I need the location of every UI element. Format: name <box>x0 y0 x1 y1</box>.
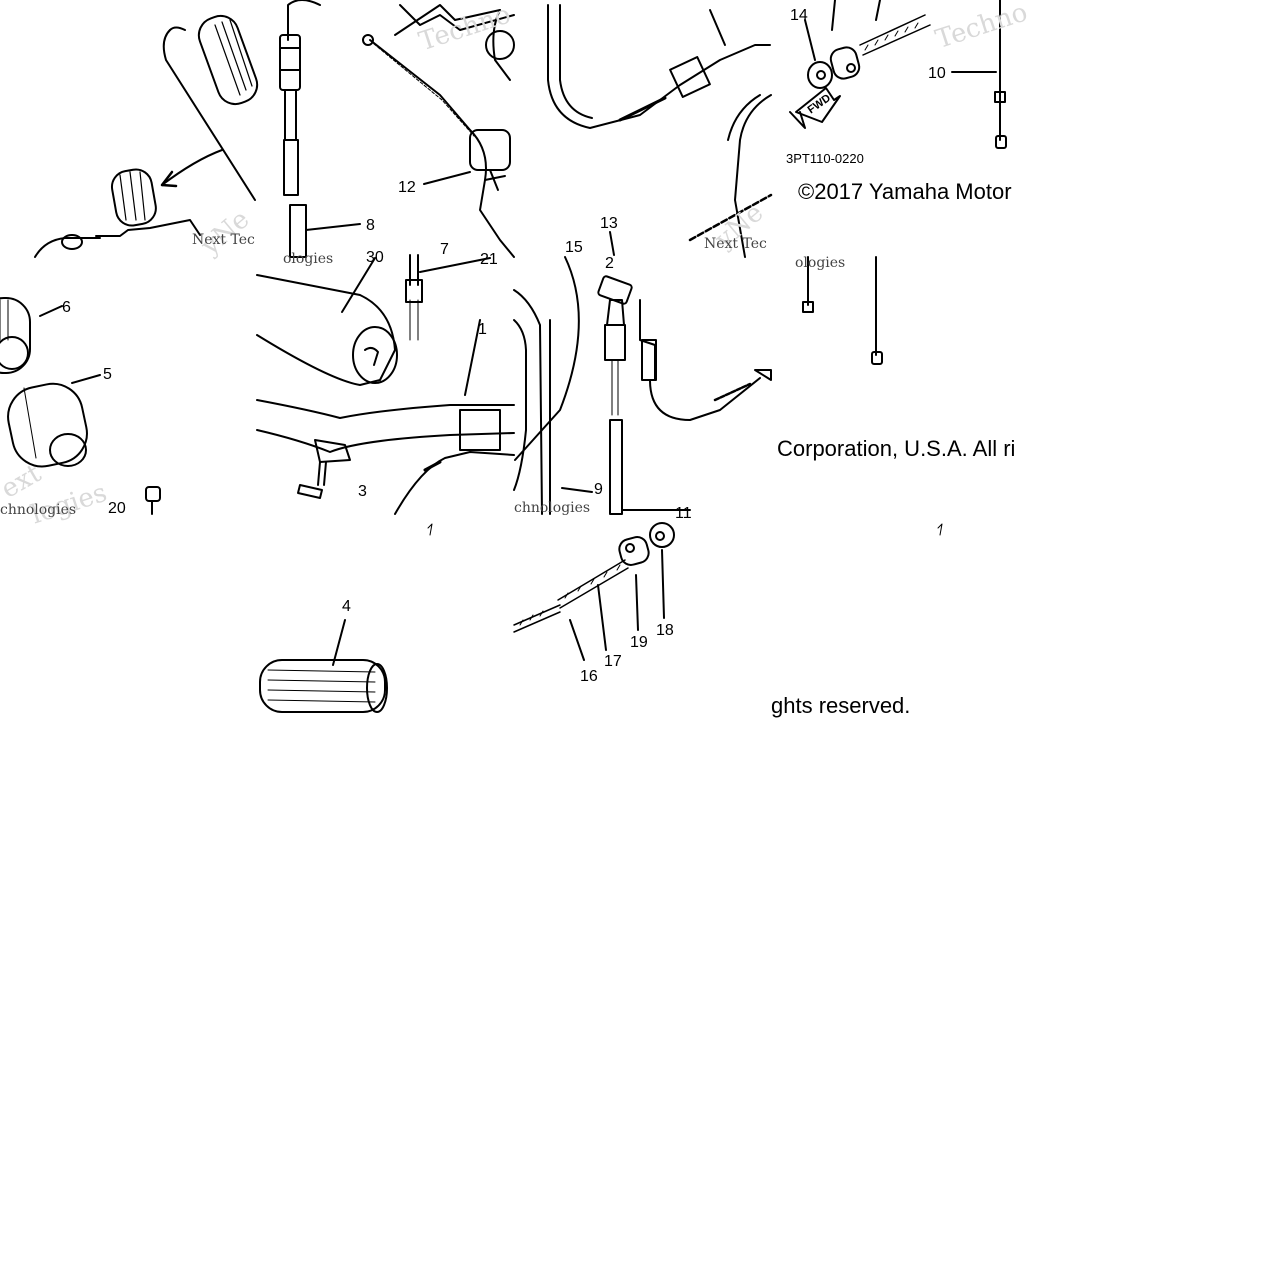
watermark-next-tec-2: Next Tec <box>704 236 767 252</box>
watermark-next-tec-1: Next Tec <box>192 232 255 248</box>
part-label-19: 19 <box>630 634 648 651</box>
part-label-3: 3 <box>358 483 367 500</box>
adjuster-parts-top-right <box>789 0 1007 149</box>
part-label-7: 7 <box>440 241 449 258</box>
grips-5-6 <box>0 297 161 515</box>
grip-assembly-top-left <box>34 14 259 258</box>
adjusters-16-19 <box>513 522 675 661</box>
part-label-30-partial: 30 <box>366 249 384 266</box>
part-label-9: 9 <box>594 481 603 498</box>
grip-4 <box>259 619 388 713</box>
throttle-housing <box>513 256 772 515</box>
part-label-5: 5 <box>103 366 112 383</box>
drawing-code: 3PT110-0220 <box>786 151 864 166</box>
part-label-13: 13 <box>600 215 618 232</box>
part-label-1: 1 <box>478 321 487 338</box>
part-label-2: 2 <box>605 255 614 272</box>
part-label-8: 8 <box>366 217 375 234</box>
watermark-ologies-2: ologies <box>795 255 845 271</box>
watermark-ologies-1: ologies <box>283 251 333 267</box>
part-label-17: 17 <box>604 653 622 670</box>
watermark-techno-1: Techno <box>415 0 514 57</box>
cable-ends <box>802 256 883 365</box>
throttle-cable-top <box>547 4 773 258</box>
part-label-14: 14 <box>790 7 808 24</box>
part-label-18: 18 <box>656 622 674 639</box>
handlebar-assembly <box>256 254 515 515</box>
part-label-16: 16 <box>580 668 598 685</box>
copyright-line-3: ghts reserved. <box>771 693 911 718</box>
part-label-10: 10 <box>928 65 946 82</box>
part-label-20: 20 <box>108 500 126 517</box>
watermark-chnologies-1: chnologies <box>0 502 76 518</box>
part-label-21: 21 <box>480 251 498 268</box>
part-label-6: 6 <box>62 299 71 316</box>
part-label-12: 12 <box>398 179 416 196</box>
part-label-4: 4 <box>342 598 351 615</box>
watermark-techno-2: Techno <box>932 0 1031 55</box>
cable-assembly-top <box>279 0 515 258</box>
part-label-15: 15 <box>565 239 583 256</box>
part-label-11: 11 <box>675 505 692 522</box>
watermark-chnologies-2: chnologies <box>514 500 590 516</box>
copyright-line-2: Corporation, U.S.A. All ri <box>777 436 1016 461</box>
copyright-line-1: ©2017 Yamaha Motor <box>798 179 1012 204</box>
